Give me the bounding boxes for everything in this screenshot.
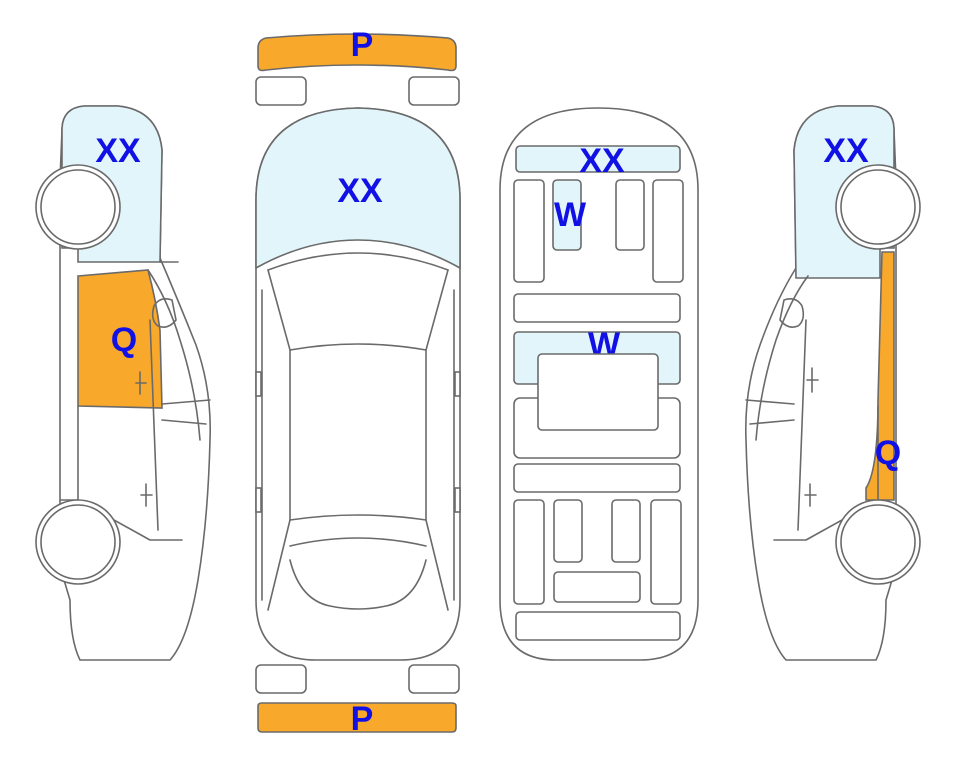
right-front-wheel <box>835 164 921 250</box>
underside-view: XX W W <box>499 107 699 661</box>
rear-bumper-panel <box>257 702 457 733</box>
under-upper-label: W <box>554 196 587 234</box>
right-rear-wheel <box>835 499 921 585</box>
rear-bumper-label: P <box>351 700 374 738</box>
front-bumper-label: P <box>351 26 374 64</box>
right-side-front-label: XX <box>823 132 869 170</box>
right-side-view: XX Q <box>744 105 921 661</box>
under-front-panel <box>515 145 681 173</box>
left-side-view: XX Q <box>35 105 212 661</box>
left-rear-wheel <box>35 499 121 585</box>
under-front-label: XX <box>579 142 625 180</box>
left-side-door-panel <box>77 269 163 409</box>
front-bumper-panel <box>257 33 457 72</box>
right-side-sill-label: Q <box>875 434 901 472</box>
top-hood-label: XX <box>337 172 383 210</box>
rear-left-light <box>255 664 307 694</box>
left-side-front-label: XX <box>95 132 141 170</box>
front-left-light <box>255 76 307 106</box>
front-right-light <box>408 76 460 106</box>
under-upper-panel <box>552 179 582 251</box>
top-hood-panel <box>255 107 461 270</box>
left-front-wheel <box>35 164 121 250</box>
rear-right-light <box>408 664 460 694</box>
top-view: P XX P <box>255 26 461 738</box>
left-side-door-label: Q <box>111 321 137 359</box>
